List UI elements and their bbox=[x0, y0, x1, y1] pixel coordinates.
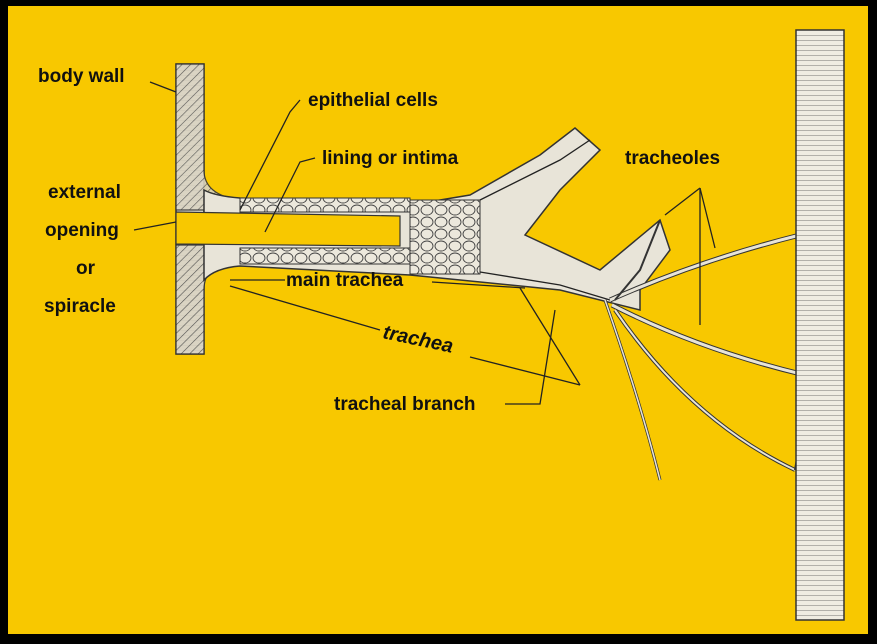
label-spiracle: spiracle bbox=[44, 296, 116, 317]
label-tracheoles: tracheoles bbox=[625, 148, 720, 169]
label-main-trachea: main trachea bbox=[286, 270, 404, 291]
label-body-wall: body wall bbox=[38, 66, 125, 87]
label-epithelial-cells: epithelial cells bbox=[308, 90, 438, 111]
label-or: or bbox=[76, 258, 96, 279]
label-opening: opening bbox=[45, 220, 119, 241]
label-external: external bbox=[48, 182, 121, 203]
label-lining-or-intima: lining or intima bbox=[322, 148, 459, 169]
label-trachea: trachea bbox=[381, 321, 455, 357]
label-tracheal-branch: tracheal branch bbox=[334, 394, 476, 415]
muscle-wall-illustration bbox=[796, 30, 844, 620]
